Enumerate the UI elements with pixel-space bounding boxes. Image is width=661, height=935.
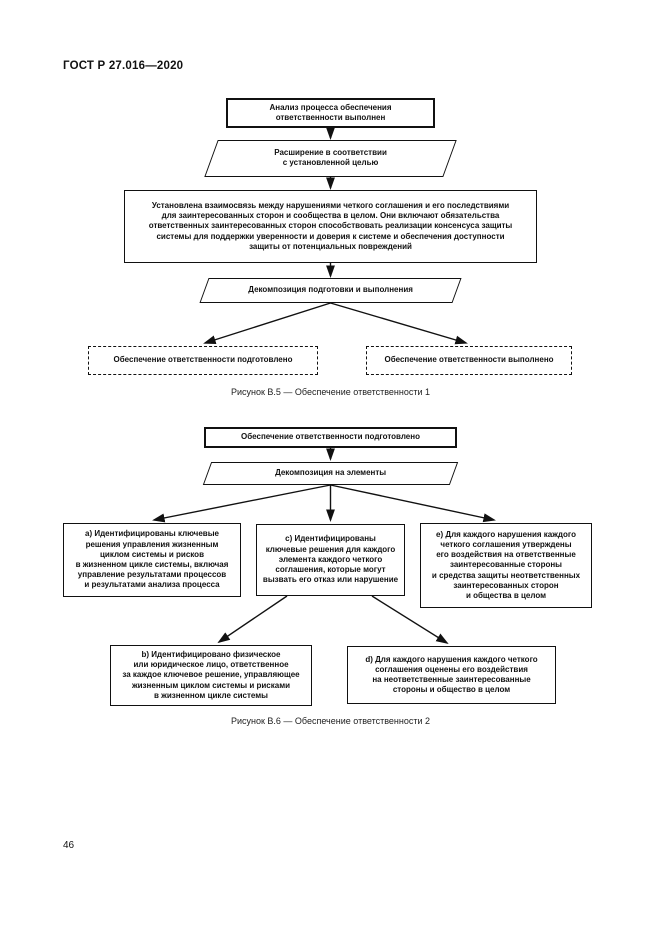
figure-b6-caption: Рисунок В.6 — Обеспечение ответственност… xyxy=(230,716,431,726)
flowchart-node-expansion: Расширение в соответствии с установленно… xyxy=(204,140,457,177)
node-label: Установлена взаимосвязь между нарушениям… xyxy=(148,200,513,251)
flowchart-node-decomposition-1: Декомпозиция подготовки и выполнения xyxy=(199,278,462,303)
node-label: Обеспечение ответственности подготовлено xyxy=(241,432,420,442)
node-label: Расширение в соответствии с установленно… xyxy=(274,148,387,168)
node-label: а) Идентифицированы ключевые решения упр… xyxy=(75,529,229,590)
node-label: b) Идентифицировано физическое или юриди… xyxy=(122,649,300,700)
node-label: с) Идентифицированы ключевые решения для… xyxy=(262,534,399,585)
node-label: Обеспечение ответственности выполнено xyxy=(384,355,554,365)
flowchart-node-item-d: d) Для каждого нарушения каждого четкого… xyxy=(347,646,556,704)
flowchart-node-item-e: е) Для каждого нарушения каждого четкого… xyxy=(420,523,592,608)
node-label: d) Для каждого нарушения каждого четкого… xyxy=(365,654,538,695)
flowchart-node-decomposition-2: Декомпозиция на элементы xyxy=(202,462,459,485)
document-header: ГОСТ Р 27.016—2020 xyxy=(63,60,184,72)
node-label: Декомпозиция подготовки и выполнения xyxy=(248,285,413,295)
node-label: Анализ процесса обеспечения ответственно… xyxy=(269,102,392,122)
flowchart-node-prepared-2: Обеспечение ответственности подготовлено xyxy=(204,427,457,448)
flowchart-node-item-a: а) Идентифицированы ключевые решения упр… xyxy=(63,523,241,597)
node-label: Обеспечение ответственности подготовлено xyxy=(113,355,293,365)
flowchart-node-item-b: b) Идентифицировано физическое или юриди… xyxy=(110,645,312,706)
flowchart-node-relationship: Установлена взаимосвязь между нарушениям… xyxy=(124,190,537,263)
flowchart-node-prepared-1: Обеспечение ответственности подготовлено xyxy=(88,346,318,375)
node-label: е) Для каждого нарушения каждого четкого… xyxy=(431,529,581,601)
flowchart-node-analysis-done: Анализ процесса обеспечения ответственно… xyxy=(226,98,435,128)
node-label: Декомпозиция на элементы xyxy=(274,468,387,478)
figure-b5-caption: Рисунок В.5 — Обеспечение ответственност… xyxy=(230,387,431,397)
flowchart-node-done-1: Обеспечение ответственности выполнено xyxy=(366,346,572,375)
flowchart-node-item-c: с) Идентифицированы ключевые решения для… xyxy=(256,524,405,596)
page-number: 46 xyxy=(63,840,75,851)
